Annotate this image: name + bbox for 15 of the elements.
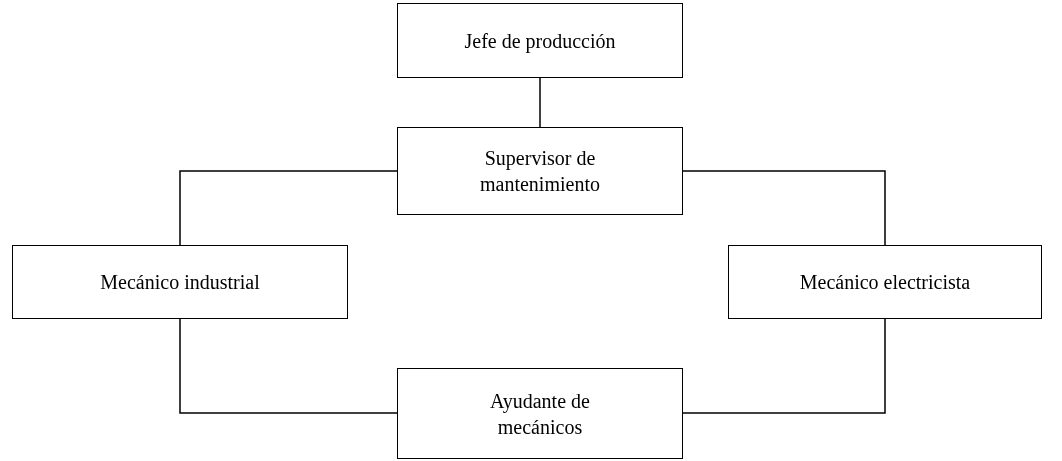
role-label: Ayudante de mecánicos <box>489 388 591 440</box>
role-label: Supervisor de mantenimiento <box>479 146 601 197</box>
role-label: Jefe de producción <box>464 28 616 54</box>
role-label: Mecánico industrial <box>100 270 260 295</box>
org-box <box>397 127 683 215</box>
connector-line <box>179 318 398 414</box>
org-box <box>397 3 683 78</box>
connector-line <box>179 170 398 246</box>
connector-line <box>682 170 886 246</box>
org-box <box>728 245 1042 319</box>
role-label: Mecánico electricista <box>799 270 971 295</box>
org-box <box>397 368 683 459</box>
connector-line <box>539 77 541 128</box>
org-box <box>12 245 348 319</box>
connector-line <box>682 318 886 414</box>
